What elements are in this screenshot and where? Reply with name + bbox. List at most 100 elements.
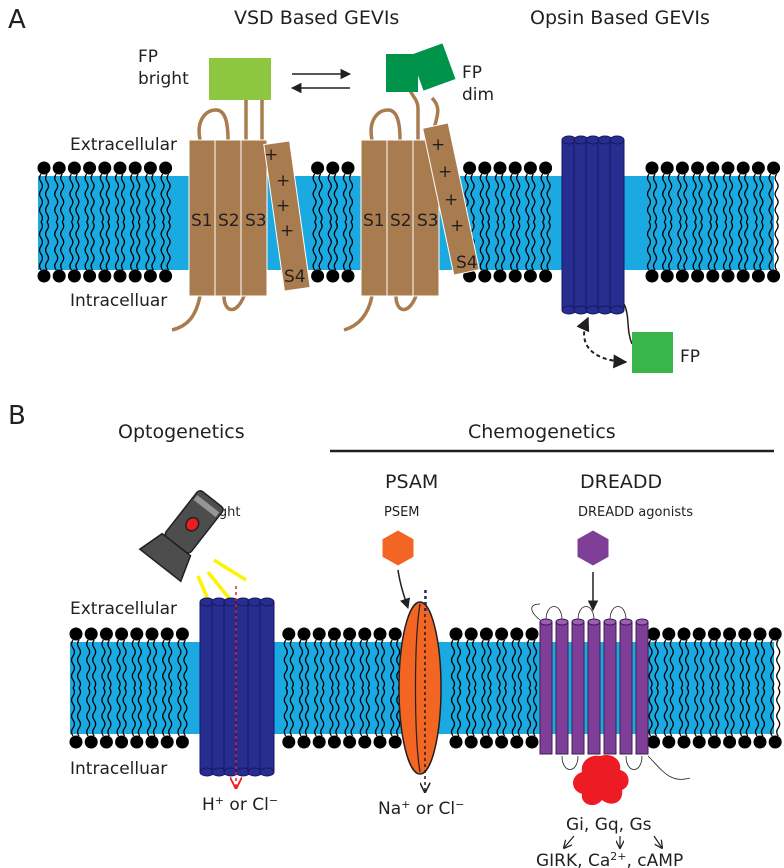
lipid-tail <box>86 687 91 737</box>
opsin-gevi <box>561 135 625 315</box>
lipid-head <box>99 735 113 749</box>
lipid-head <box>721 161 735 175</box>
lipid-tail <box>517 687 522 737</box>
lipid-tail <box>517 639 522 689</box>
lipid-tail <box>739 687 744 737</box>
lipid-head <box>282 627 296 641</box>
g-protein-icon <box>573 754 629 806</box>
receptor-loop <box>545 606 563 621</box>
lipid-tail <box>76 687 82 737</box>
fp-dim-label-line2: dim <box>462 85 494 105</box>
lipid-tail <box>500 221 506 271</box>
lipid-tail <box>728 221 734 271</box>
lipid-head <box>707 627 721 641</box>
lipid-head <box>691 161 705 175</box>
vsd-gevi-bright: S1 S2 S3 S4 + + + + + <box>171 58 311 332</box>
lipid-head <box>464 627 478 641</box>
lipid-tail <box>342 221 348 271</box>
lipid-tail <box>283 687 288 737</box>
lipid-tail <box>183 687 188 737</box>
lipid-tail <box>694 687 699 737</box>
lipid-tail <box>380 687 386 737</box>
lipid-head <box>706 269 720 283</box>
lipid-tail <box>70 687 76 737</box>
lipid-head <box>327 627 341 641</box>
segment-s2-label: S2 <box>218 211 240 231</box>
lipid-tail <box>692 221 697 271</box>
lipid-head <box>84 735 98 749</box>
lipid-tail <box>648 639 653 689</box>
lipid-tail <box>713 221 718 271</box>
lipid-tail <box>502 687 507 737</box>
helix-cylinder <box>259 601 275 773</box>
segment-s4-label: S4 <box>284 267 306 287</box>
lipid-tail <box>146 687 152 737</box>
lipid-tail <box>526 639 532 689</box>
lipid-tail <box>54 221 59 271</box>
flashlight-icon <box>138 490 224 583</box>
lipid-tail <box>350 687 355 737</box>
lipid-tail <box>770 687 775 737</box>
lipid-head <box>525 735 539 749</box>
light-rays <box>196 558 247 605</box>
lipid-tail <box>546 221 551 271</box>
lipid-head <box>159 161 173 175</box>
lipid-tail <box>663 687 668 737</box>
lipid-head <box>373 735 387 749</box>
panel-b: B Optogenetics Chemogenetics PSAM DREADD… <box>8 401 782 868</box>
lipid-head <box>67 269 81 283</box>
lipid-tail <box>481 687 486 737</box>
lipid-tail <box>350 639 355 689</box>
lipid-tail <box>70 639 76 689</box>
lipid-head <box>175 735 189 749</box>
lipid-tail <box>289 687 294 737</box>
lipid-tail <box>502 639 507 689</box>
lipid-head <box>692 627 706 641</box>
lipid-tail <box>709 687 714 737</box>
lipid-tail <box>684 639 690 689</box>
lipid-tail <box>744 173 749 223</box>
dreadd-helix <box>587 621 601 755</box>
dreadd-agonists-label: DREADD agonists <box>578 505 693 520</box>
lipid-tail <box>86 639 91 689</box>
lipid-tail <box>359 639 364 689</box>
lipid-head <box>311 269 325 283</box>
lipid-tail <box>151 173 156 223</box>
lipid-head <box>677 627 691 641</box>
lipid-head <box>159 269 173 283</box>
lipid-tail <box>700 687 705 737</box>
lipid-tail <box>694 639 699 689</box>
lipid-tail <box>707 221 712 271</box>
lipid-tails-b <box>70 639 781 737</box>
lipid-tail <box>137 639 142 689</box>
psam-title: PSAM <box>385 471 438 493</box>
opsin-gevis-title: Opsin Based GEVIs <box>530 7 710 29</box>
lipid-tail <box>472 687 477 737</box>
chemogenetics-title: Chemogenetics <box>468 421 616 443</box>
lipid-tail <box>730 639 735 689</box>
lipid-tail <box>348 221 354 271</box>
lipid-heads-b <box>69 627 782 749</box>
lipid-head <box>751 269 765 283</box>
lipid-tail <box>724 687 729 737</box>
dreadd-helix <box>571 621 585 755</box>
lipid-head <box>143 269 157 283</box>
lipid-tail <box>298 687 304 737</box>
lipid-tail <box>754 687 760 737</box>
lipid-tail <box>84 173 89 223</box>
lipid-head <box>706 161 720 175</box>
lipid-head <box>464 735 478 749</box>
lipid-tail <box>318 221 323 271</box>
psem-ligand-hexagon <box>381 529 415 567</box>
lipid-tail <box>75 221 80 271</box>
lipid-tail <box>136 173 141 223</box>
lipid-tail <box>526 687 532 737</box>
psem-label: PSEM <box>384 505 420 520</box>
lipid-head <box>707 735 721 749</box>
lipid-tail <box>145 173 150 223</box>
dreadd-receptor <box>531 603 691 780</box>
lipid-tails-a <box>38 173 779 271</box>
dreadd-helix <box>539 621 553 755</box>
lipid-tail <box>759 221 764 271</box>
lipid-head <box>508 161 522 175</box>
